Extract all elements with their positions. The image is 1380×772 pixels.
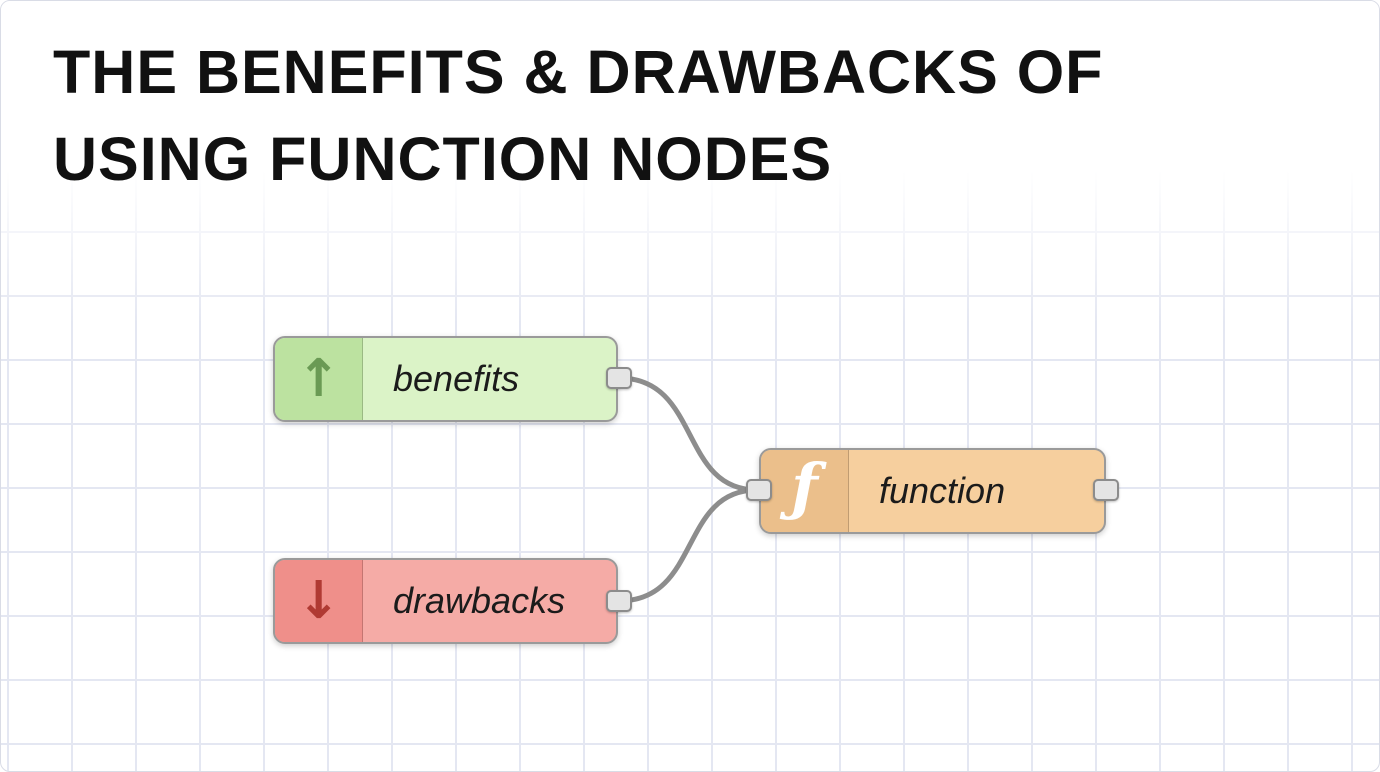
node-drawbacks-label: drawbacks (393, 580, 566, 621)
node-function-label: function (879, 470, 1006, 511)
function-output-port[interactable] (1093, 479, 1119, 501)
title-line-1: THE BENEFITS & DRAWBACKS OF (53, 38, 1104, 106)
title-line-2: USING FUNCTION NODES (53, 124, 833, 193)
page-title: THE BENEFITS & DRAWBACKS OF USING FUNCTI… (53, 29, 1103, 202)
arrow-up-icon: ↑ (275, 338, 363, 420)
arrow-up-glyph: ↑ (296, 349, 341, 409)
node-function[interactable]: ƒ function (759, 448, 1106, 534)
node-benefits[interactable]: ↑ benefits (273, 336, 618, 422)
drawbacks-output-port[interactable] (606, 590, 632, 612)
node-benefits-label: benefits (393, 358, 520, 399)
benefits-output-port[interactable] (606, 367, 632, 389)
wire-drawbacks-to-function (616, 487, 760, 604)
function-input-port[interactable] (746, 479, 772, 501)
arrow-down-icon: ↓ (275, 560, 363, 642)
wire-benefits-to-function (616, 375, 760, 493)
arrow-down-glyph: ↓ (296, 571, 341, 631)
function-icon: ƒ (761, 450, 849, 532)
node-drawbacks[interactable]: ↓ drawbacks (273, 558, 618, 644)
function-glyph: ƒ (791, 450, 818, 523)
